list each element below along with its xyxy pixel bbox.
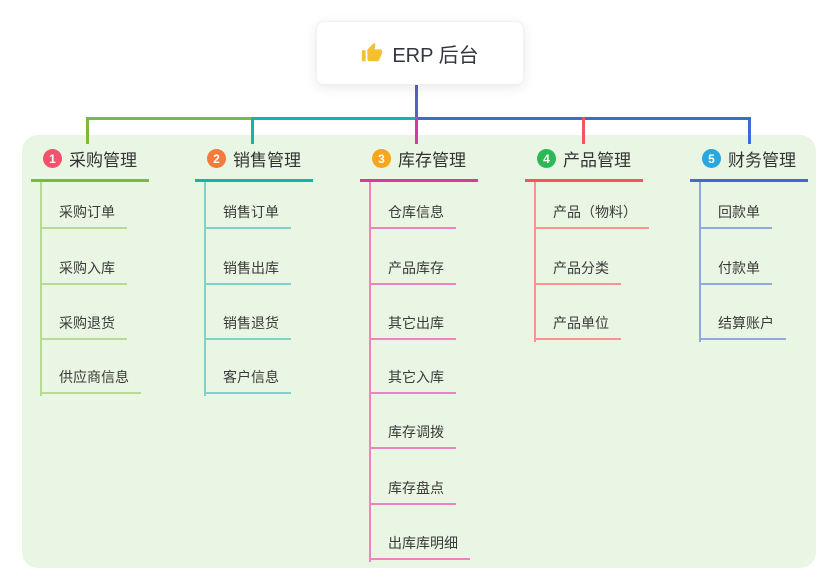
branch-number-badge: 1 — [43, 149, 62, 168]
branch-title: 财务管理 — [728, 151, 796, 170]
branch-node-1[interactable]: 1 采购管理 — [31, 146, 149, 182]
branch-title: 库存管理 — [398, 151, 466, 170]
branch-drop-line — [251, 117, 254, 144]
branch-number-badge: 3 — [372, 149, 391, 168]
child-node[interactable]: 付款单 — [699, 260, 772, 285]
child-node[interactable]: 回款单 — [699, 204, 772, 229]
child-node[interactable]: 采购入库 — [40, 260, 127, 285]
child-node[interactable]: 其它入库 — [369, 369, 456, 394]
child-node[interactable]: 供应商信息 — [40, 369, 141, 394]
branch-drop-line — [415, 117, 418, 144]
children-connector-line — [534, 179, 536, 342]
branch-node-2[interactable]: 2 销售管理 — [195, 146, 313, 182]
child-node[interactable]: 出库库明细 — [369, 535, 470, 560]
branch-number-badge: 2 — [207, 149, 226, 168]
child-node[interactable]: 库存调拨 — [369, 424, 456, 449]
background-panel — [22, 135, 816, 568]
children-connector-line — [369, 179, 371, 562]
child-node[interactable]: 采购退货 — [40, 315, 127, 340]
child-node[interactable]: 销售订单 — [204, 204, 291, 229]
branch-title: 产品管理 — [563, 151, 631, 170]
child-node[interactable]: 结算账户 — [699, 315, 786, 340]
branch-drop-line — [748, 117, 751, 144]
child-node[interactable]: 采购订单 — [40, 204, 127, 229]
children-connector-line — [699, 179, 701, 342]
child-node[interactable]: 客户信息 — [204, 369, 291, 394]
child-node[interactable]: 库存盘点 — [369, 480, 456, 505]
children-connector-line — [40, 179, 42, 396]
child-node[interactable]: 产品分类 — [534, 260, 621, 285]
branch-drop-line — [582, 117, 585, 144]
bus-segment-line — [86, 117, 253, 120]
thumbs-up-icon — [361, 42, 383, 64]
branch-drop-line — [86, 117, 89, 144]
branch-node-3[interactable]: 3 库存管理 — [360, 146, 478, 182]
bus-segment-line — [251, 117, 417, 120]
branch-node-5[interactable]: 5 财务管理 — [690, 146, 808, 182]
child-node[interactable]: 产品库存 — [369, 260, 456, 285]
branch-number-badge: 5 — [702, 149, 721, 168]
branch-number-badge: 4 — [537, 149, 556, 168]
child-node[interactable]: 销售出库 — [204, 260, 291, 285]
children-connector-line — [204, 179, 206, 396]
root-node[interactable]: ERP 后台 — [316, 21, 524, 85]
branch-title: 销售管理 — [233, 151, 301, 170]
child-node[interactable]: 产品单位 — [534, 315, 621, 340]
child-node[interactable]: 产品（物料） — [534, 204, 649, 229]
branch-title: 采购管理 — [69, 151, 137, 170]
root-label: ERP 后台 — [392, 44, 479, 67]
root-connector-line — [415, 84, 418, 117]
child-node[interactable]: 销售退货 — [204, 315, 291, 340]
child-node[interactable]: 其它出库 — [369, 315, 456, 340]
child-node[interactable]: 仓库信息 — [369, 204, 456, 229]
branch-node-4[interactable]: 4 产品管理 — [525, 146, 643, 182]
